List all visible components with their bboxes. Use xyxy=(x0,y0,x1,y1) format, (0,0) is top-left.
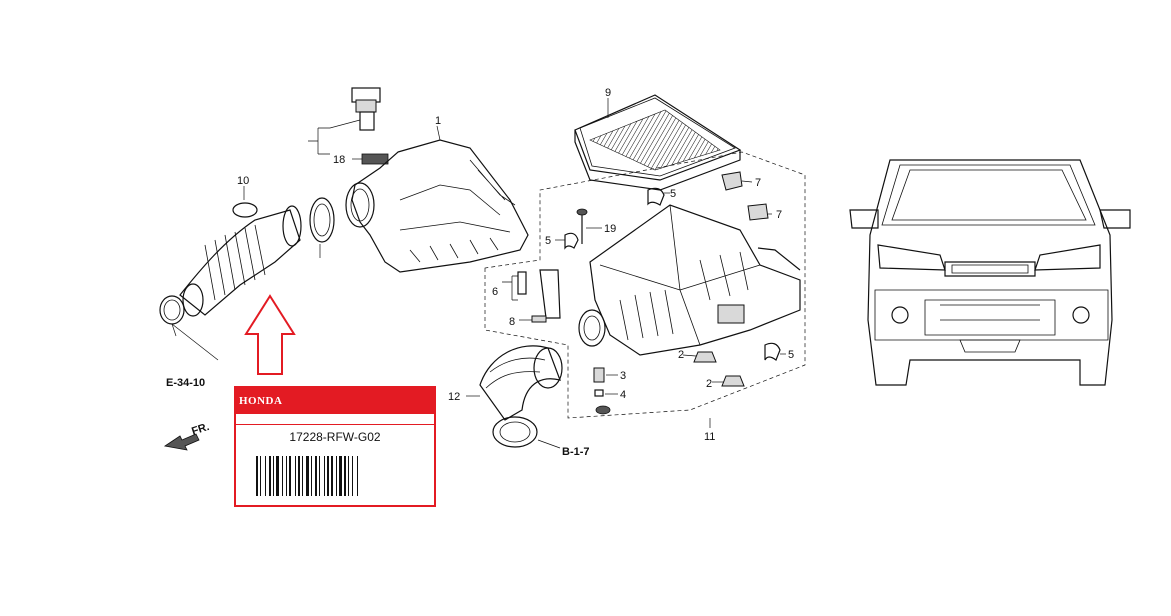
callout-8: 8 xyxy=(509,316,515,328)
air-filter-element xyxy=(574,94,742,191)
callout-12: 12 xyxy=(448,391,460,403)
callout-4: 4 xyxy=(620,389,626,401)
air-cleaner-housing xyxy=(578,204,801,356)
label-brand: HONDA xyxy=(236,388,434,414)
callout-18: 18 xyxy=(333,154,345,166)
ref-e-34-10: E-34-10 xyxy=(166,377,205,389)
callout-5-right: 5 xyxy=(788,349,794,361)
callout-19: 19 xyxy=(604,223,616,235)
ref-b-1-7: B-1-7 xyxy=(562,446,590,458)
air-intake-tube xyxy=(159,186,335,361)
callout-7-top: 7 xyxy=(755,177,761,189)
callout-5-top: 5 xyxy=(670,188,676,200)
front-arrow-icon xyxy=(163,433,200,451)
air-duct-tube xyxy=(466,345,563,449)
part-label: HONDA 17228-RFW-G02 xyxy=(234,386,436,507)
label-part-number: 17228-RFW-G02 xyxy=(289,430,381,444)
callout-3: 3 xyxy=(620,370,626,382)
callout-2-upper: 2 xyxy=(678,349,684,361)
barcode xyxy=(256,456,358,496)
callout-6: 6 xyxy=(492,286,498,298)
callout-2-lower: 2 xyxy=(706,378,712,390)
callout-9: 9 xyxy=(605,87,611,99)
small-fasteners xyxy=(502,171,786,428)
callout-1: 1 xyxy=(435,115,441,127)
air-cleaner-cover xyxy=(345,125,529,273)
air-flow-sensor xyxy=(308,87,389,165)
front-label: FR. xyxy=(190,421,211,438)
callout-11: 11 xyxy=(704,431,715,443)
callout-5-left: 5 xyxy=(545,235,551,247)
callout-10: 10 xyxy=(237,175,249,187)
callout-7-bottom: 7 xyxy=(776,209,782,221)
assembly-dashed-outline xyxy=(484,151,806,419)
up-arrow-icon xyxy=(244,294,296,375)
label-divider xyxy=(236,424,434,425)
vehicle-front-view xyxy=(849,159,1131,386)
